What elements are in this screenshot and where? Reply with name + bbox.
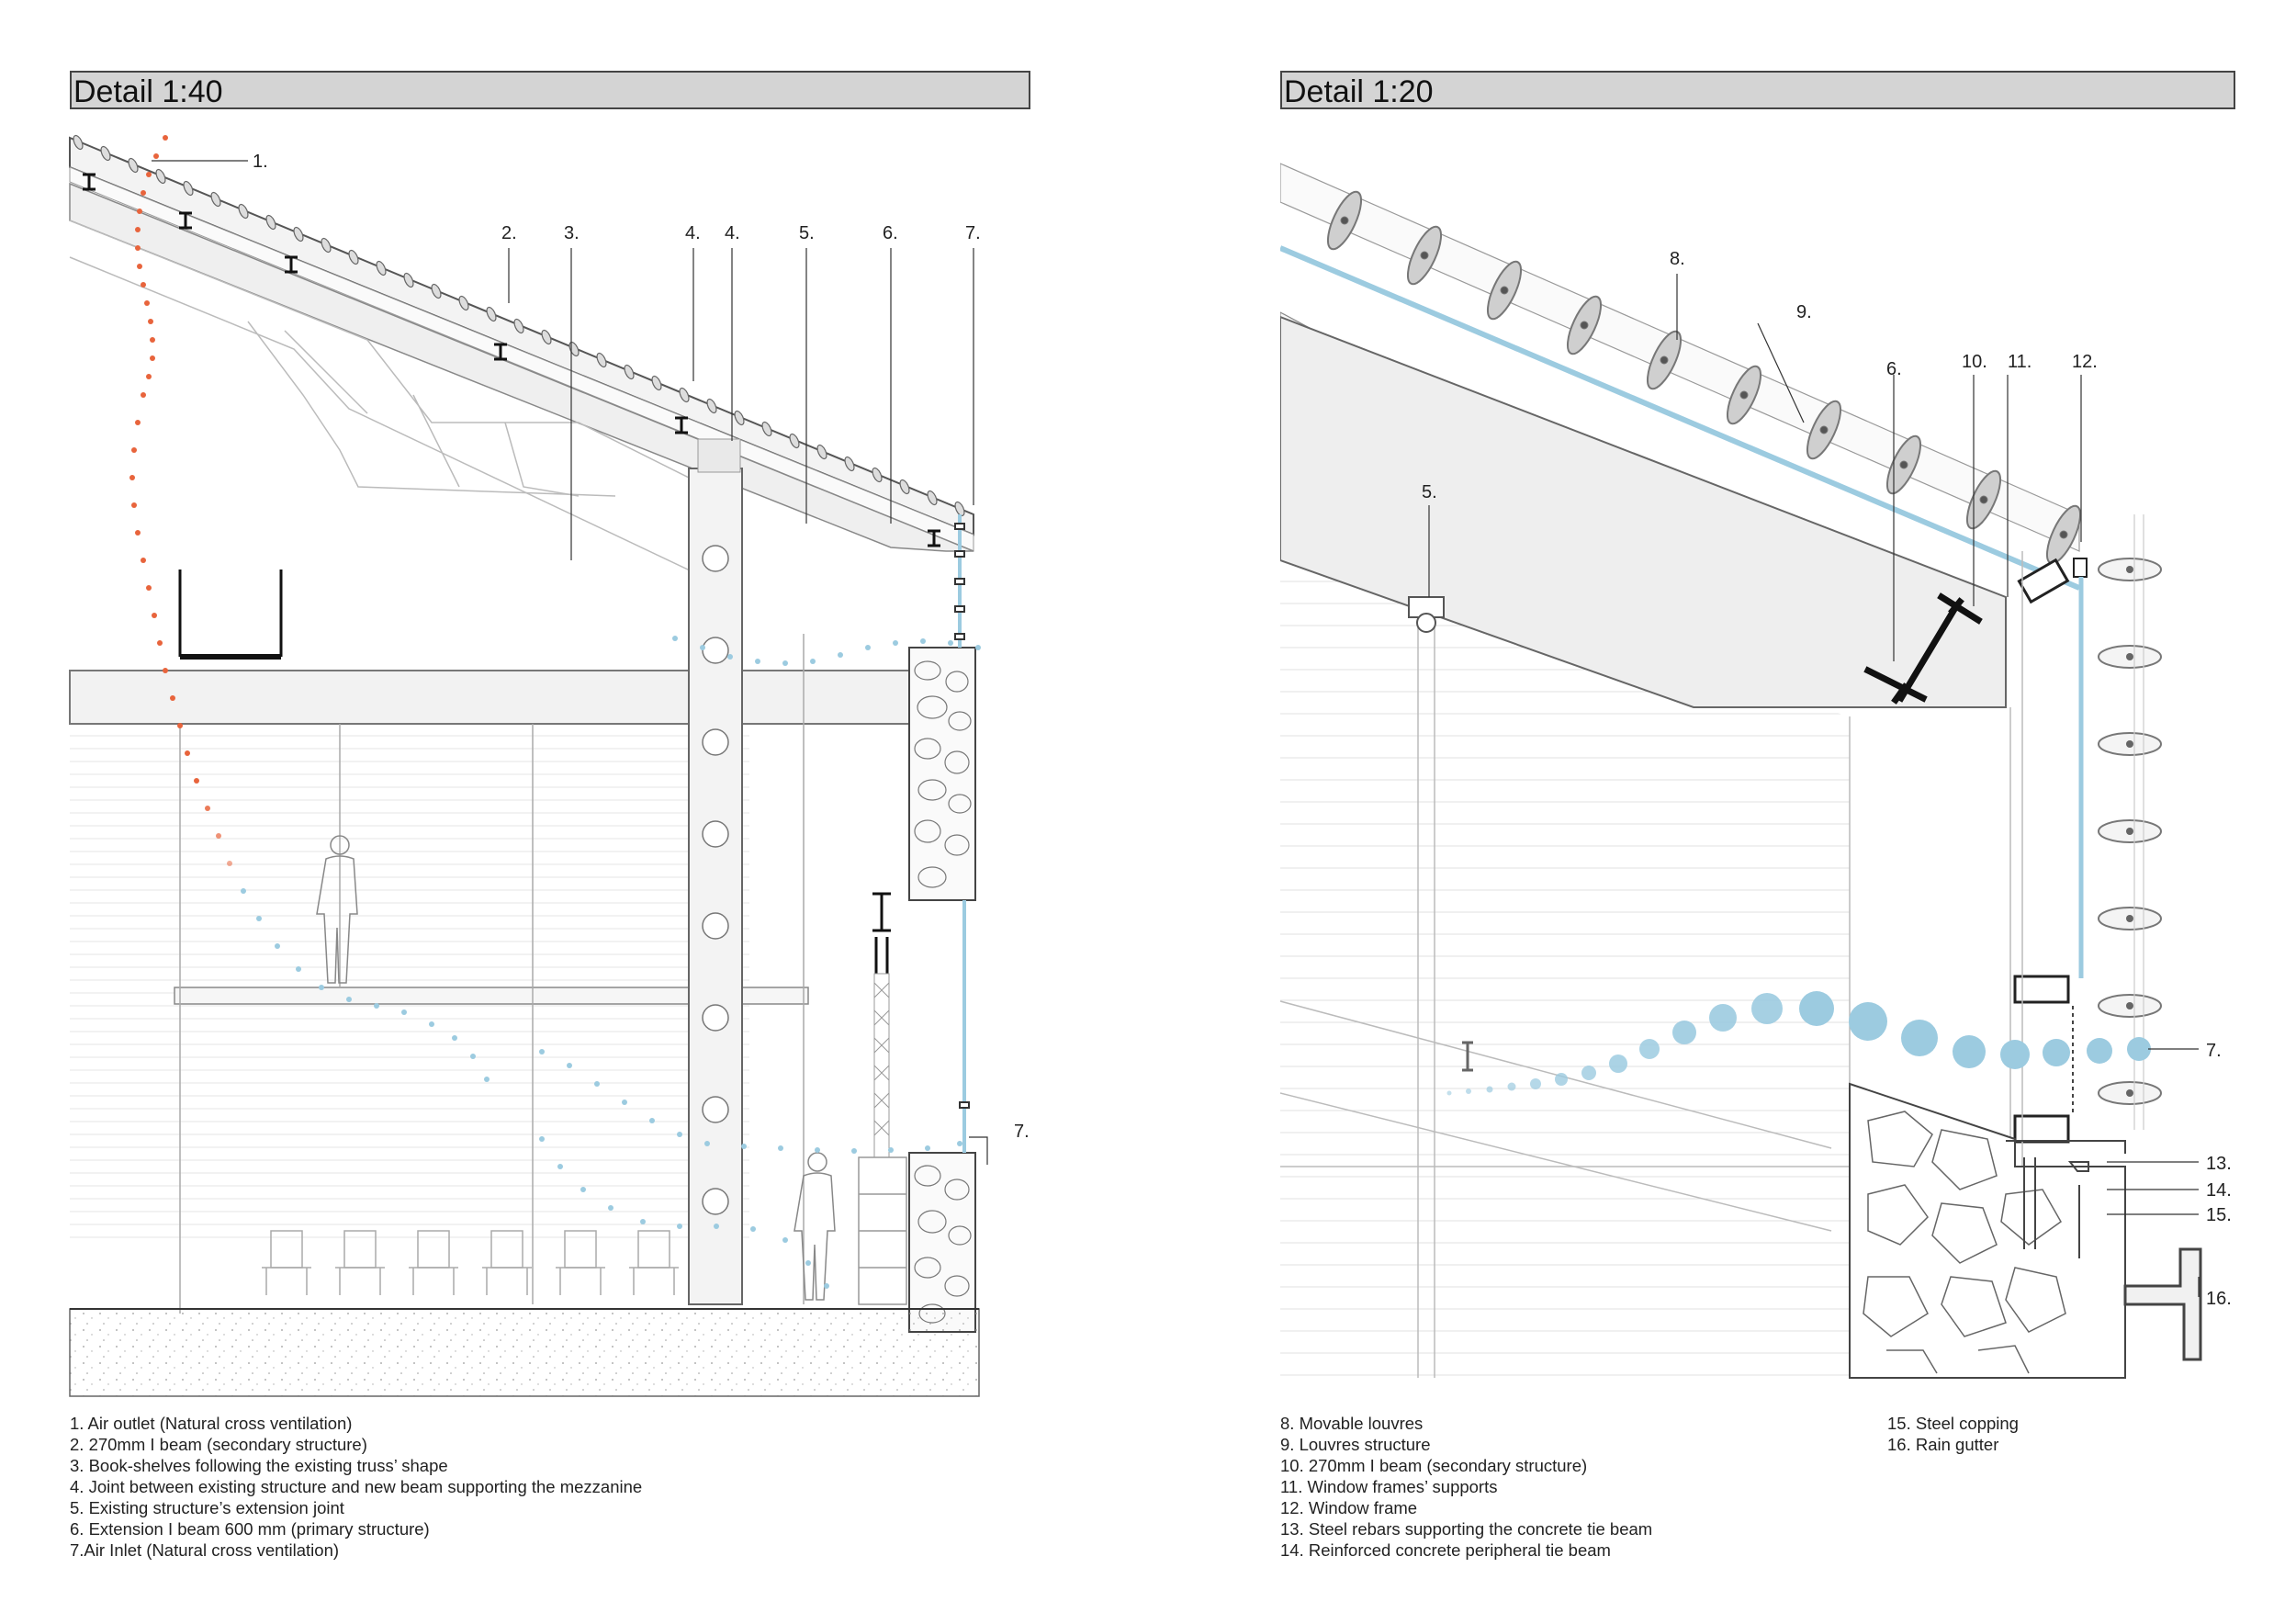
legend-item: 3. Book-shelves following the existing t… — [70, 1456, 448, 1475]
floor-beam — [69, 570, 925, 725]
right-section-drawing: 8. 9. 6. 10. 11. 12. 5. 7. 13. 14. 15. 1… — [1280, 163, 2232, 1379]
bookshelf-units — [858, 1156, 907, 1305]
legend-item: 2. 270mm I beam (secondary structure) — [70, 1435, 367, 1454]
right-legend-col2: 15. Steel copping 16. Rain gutter — [1887, 1413, 2019, 1455]
callout-15: 15. — [2206, 1205, 2232, 1225]
callout-4b: 4. — [725, 223, 740, 243]
right-legend-col1: 8. Movable louvres 9. Louvres structure … — [1280, 1413, 1652, 1561]
callout-13: 13. — [2206, 1154, 2232, 1174]
callouts: 8. 9. 6. 10. 11. 12. 5. 7. 13. 14. 15. 1… — [1422, 249, 2232, 1309]
legend-item: 9. Louvres structure — [1280, 1435, 1431, 1454]
i-beam-270 — [1863, 592, 1983, 705]
secondary-i-beams — [83, 173, 940, 547]
mezzanine-floor — [174, 987, 809, 1005]
legend-item: 1. Air outlet (Natural cross ventilation… — [70, 1414, 353, 1433]
legend-item: 13. Steel rebars supporting the concrete… — [1280, 1519, 1653, 1539]
callout-14: 14. — [2206, 1180, 2232, 1201]
legend-item: 8. Movable louvres — [1280, 1414, 1424, 1433]
existing-truss — [69, 220, 740, 580]
legend-item: 6. Extension I beam 600 mm (primary stru… — [70, 1519, 430, 1539]
callout-8: 8. — [1670, 249, 1685, 269]
window-glazing — [954, 514, 970, 1153]
exhaust-air-flow — [129, 135, 232, 866]
callout-3: 3. — [564, 223, 580, 243]
legend-item: 5. Existing structure’s extension joint — [70, 1498, 344, 1517]
callout-2: 2. — [501, 223, 517, 243]
legend-item: 16. Rain gutter — [1887, 1435, 1999, 1454]
right-title: Detail 1:20 — [1284, 74, 1434, 109]
leader-lines — [152, 160, 988, 1165]
left-section-drawing: 1. 2. 3. 4. 4. 5. 6. 7. 7. — [69, 134, 1030, 1397]
roof-slab — [69, 136, 974, 552]
stone-wall — [908, 647, 976, 1333]
legend-item: 15. Steel copping — [1887, 1414, 2019, 1433]
legend-item: 12. Window frame — [1280, 1498, 1418, 1517]
left-title-bar: Detail 1:40 — [70, 71, 1030, 109]
callout-7b: 7. — [1014, 1122, 1030, 1142]
steel-copping — [2006, 1140, 2126, 1258]
leader-lines — [1428, 274, 2200, 1297]
steel-post — [872, 892, 891, 974]
left-legend: 1. Air outlet (Natural cross ventilation… — [70, 1413, 642, 1561]
right-title-bar: Detail 1:20 — [1280, 71, 2235, 109]
callout-5: 5. — [799, 223, 815, 243]
callout-11: 11. — [2008, 352, 2032, 372]
seating — [262, 1230, 679, 1295]
left-title: Detail 1:40 — [73, 74, 223, 109]
callout-16: 16. — [2206, 1289, 2232, 1309]
callout-12: 12. — [2072, 352, 2098, 372]
callout-6: 6. — [1886, 359, 1902, 379]
callout-7: 7. — [2206, 1041, 2222, 1061]
extension-joint — [1408, 596, 1445, 633]
concrete-tie-beam — [1849, 1082, 2126, 1379]
callout-9: 9. — [1796, 302, 1812, 322]
roof-louvres — [73, 134, 965, 517]
rain-gutter — [2123, 1247, 2202, 1361]
callout-10: 10. — [1962, 352, 1987, 372]
legend-item: 7.Air Inlet (Natural cross ventilation) — [70, 1540, 340, 1560]
legend-item: 11. Window frames’ supports — [1280, 1477, 1498, 1496]
main-column — [688, 438, 743, 1305]
legend-item: 4. Joint between existing structure and … — [70, 1477, 643, 1496]
callout-1: 1. — [253, 152, 268, 172]
callout-4a: 4. — [685, 223, 701, 243]
callout-7a: 7. — [965, 223, 981, 243]
fresh-air-flow — [241, 636, 981, 1289]
fresh-air-flow — [1446, 991, 2151, 1096]
callout-6: 6. — [883, 223, 898, 243]
legend-item: 10. 270mm I beam (secondary structure) — [1280, 1456, 1588, 1475]
callout-5: 5. — [1422, 482, 1437, 502]
ground-slab — [69, 1308, 980, 1397]
legend-item: 14. Reinforced concrete peripheral tie b… — [1280, 1540, 1611, 1560]
window-frame — [2013, 558, 2088, 1144]
extension-beam — [1280, 315, 2007, 708]
callouts: 1. 2. 3. 4. 4. 5. 6. 7. 7. — [253, 152, 1030, 1142]
